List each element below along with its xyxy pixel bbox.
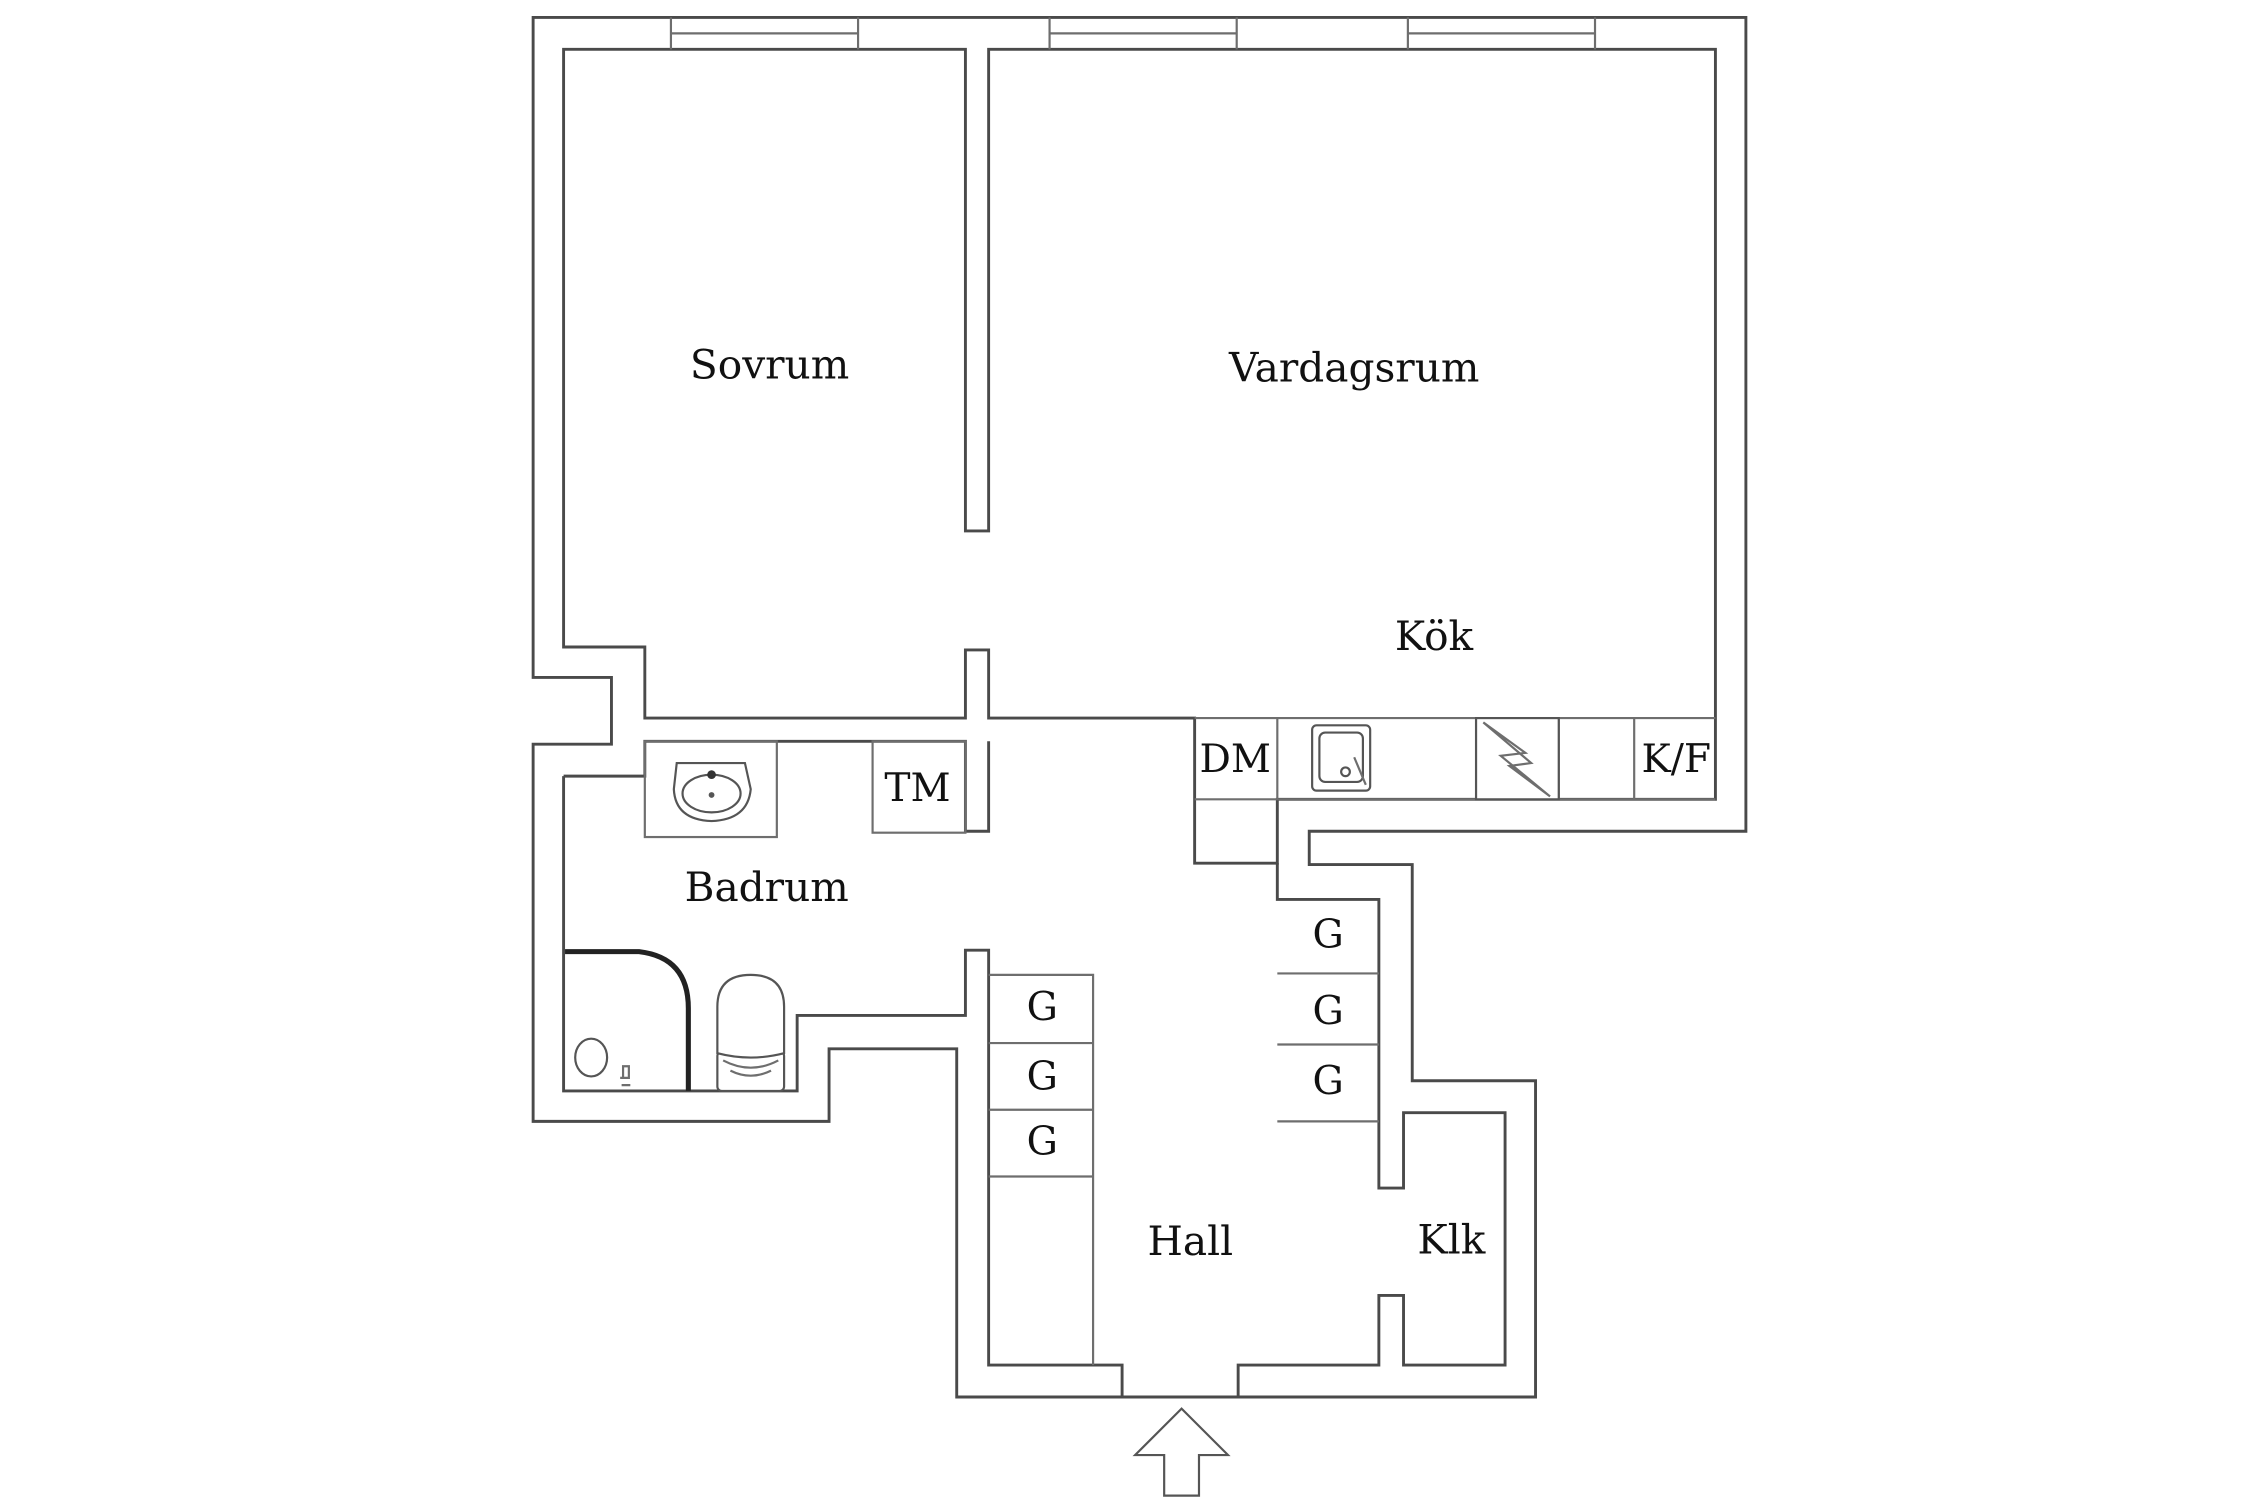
room-label-hall: Hall xyxy=(1147,1217,1233,1265)
wardrobe-label: G xyxy=(1312,989,1343,1034)
wardrobe-label: G xyxy=(1027,985,1058,1030)
room-label-vardagsrum: Vardagsrum xyxy=(1228,344,1479,392)
sink-icon xyxy=(672,761,752,823)
room-label-badrum: Badrum xyxy=(685,863,849,911)
sink-cabinet xyxy=(643,740,778,839)
window-vardagsrum-left xyxy=(1048,17,1238,50)
tm-box xyxy=(871,740,967,834)
stove-icon xyxy=(1474,716,1560,801)
wardrobe-right-outline xyxy=(1277,972,1379,1123)
kitchen-sink-icon xyxy=(1311,724,1372,792)
fixture-label-dm: DM xyxy=(1200,737,1272,782)
inner-wall-outline-main xyxy=(562,47,1717,865)
outer-walls xyxy=(531,15,1748,1399)
wardrobe-label: G xyxy=(1027,1120,1058,1165)
wardrobe-label: G xyxy=(1027,1054,1058,1099)
kitchen-counter xyxy=(1194,716,1716,801)
room-label-kok: Kök xyxy=(1395,612,1474,660)
window-vardagsrum-right xyxy=(1406,17,1597,50)
wardrobe-left-outline xyxy=(988,973,1095,1366)
counter-outline xyxy=(1194,716,1716,801)
bath-wall xyxy=(562,776,1124,1398)
fixture-label-kf: K/F xyxy=(1641,737,1711,782)
toilet-icon xyxy=(716,973,786,1092)
hall-right-wall xyxy=(1236,863,1507,1398)
fixture-label-tm: TM xyxy=(884,766,950,811)
windows xyxy=(669,17,1597,50)
wardrobes xyxy=(988,972,1379,1366)
window-sovrum xyxy=(669,17,860,50)
room-label-klk: Klk xyxy=(1417,1215,1485,1263)
outer-wall-outline xyxy=(531,15,1748,1399)
shower-icon xyxy=(565,949,691,1091)
wardrobe-label: G xyxy=(1312,912,1343,957)
wardrobe-label: G xyxy=(1312,1059,1343,1104)
entrance-arrow-icon xyxy=(1132,1407,1231,1497)
bathroom-fixtures xyxy=(565,740,967,1092)
room-label-sovrum: Sovrum xyxy=(690,341,849,389)
